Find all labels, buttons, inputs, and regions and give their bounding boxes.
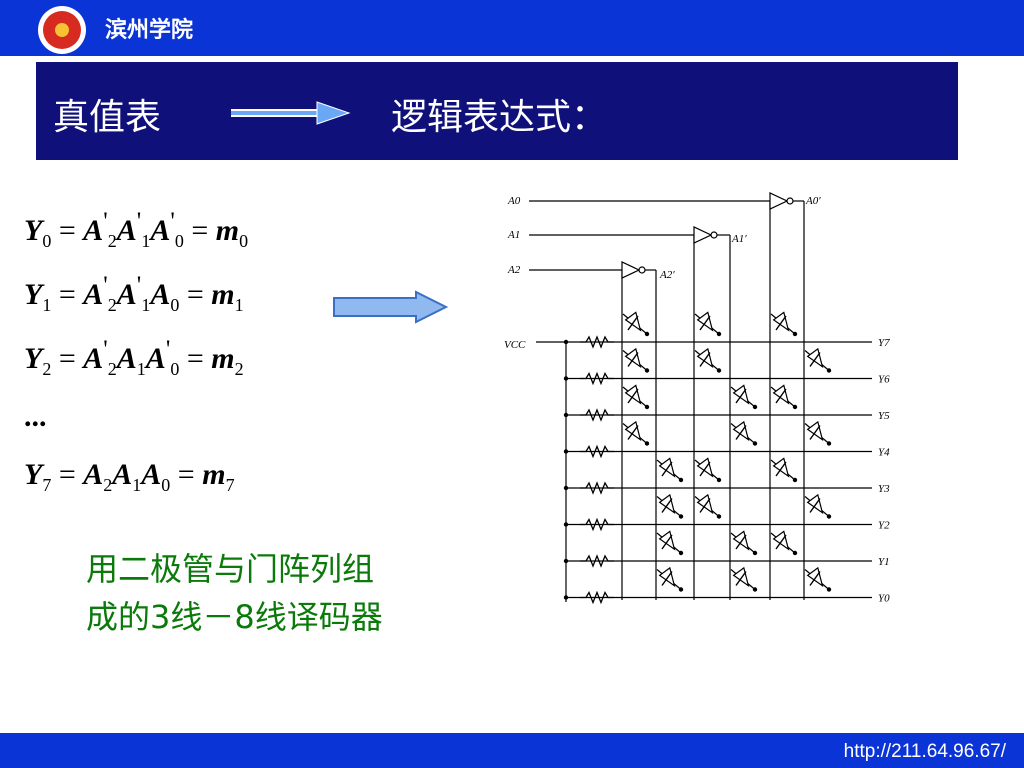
- junction-dot: [563, 339, 569, 345]
- diode-matrix: [622, 309, 832, 593]
- output-label: Y5: [878, 410, 890, 422]
- diode: [770, 455, 798, 483]
- diode: [622, 309, 650, 337]
- junction-dot: [563, 376, 569, 381]
- junction-dot: [563, 595, 569, 600]
- diode: [622, 382, 650, 410]
- label-a2-not: A2′: [659, 269, 675, 281]
- diode: [694, 309, 722, 337]
- equation-y0: Y0 = A'2A'1A'0 = m0: [24, 208, 249, 251]
- header-divider: [0, 56, 1024, 58]
- school-name: 滨州学院: [105, 18, 194, 43]
- right-arrow-icon: [333, 290, 449, 324]
- diode: [622, 345, 650, 374]
- equation-y7: Y7 = A2A1A0 = m7: [24, 458, 235, 495]
- diode: [730, 564, 758, 593]
- banner-logic-expression: 逻辑表达式：: [391, 97, 608, 138]
- diode: [730, 382, 758, 410]
- right-arrow-icon: [231, 101, 351, 125]
- equation-ellipsis: ...: [24, 400, 47, 433]
- output-label: Y6: [878, 374, 890, 386]
- vcc-bus: [536, 341, 567, 602]
- title-bar: 滨州学院: [0, 0, 1024, 56]
- footer-url[interactable]: http://211.64.96.67/: [843, 741, 1006, 762]
- input-lines: [529, 200, 805, 600]
- label-vcc: VCC: [504, 339, 526, 351]
- diode: [656, 528, 684, 556]
- inverters: [621, 192, 804, 279]
- junction-dot: [563, 449, 569, 454]
- caption-line-1: 用二极管与门阵列组: [86, 550, 375, 588]
- junction-dot: [563, 558, 569, 564]
- equation-y1: Y1 = A'2A'1A0 = m1: [24, 272, 244, 315]
- diode: [770, 382, 798, 410]
- output-label: Y0: [878, 593, 890, 605]
- circuit-labels: A0 A1 A2 A0′ A1′ A2′ VCC: [504, 195, 821, 351]
- output-label: Y2: [878, 520, 890, 532]
- diode: [694, 455, 722, 483]
- banner-truth-table: 真值表: [53, 97, 162, 138]
- label-a1-not: A1′: [731, 233, 747, 245]
- diode: [656, 564, 684, 593]
- equation-y2: Y2 = A'2A1A'0 = m2: [24, 336, 244, 379]
- output-label: Y4: [878, 447, 890, 459]
- diode: [804, 345, 832, 374]
- section-banner: 真值表 逻辑表达式：: [36, 62, 958, 160]
- junction-dot: [563, 485, 569, 491]
- diode: [804, 418, 832, 447]
- university-seal-icon: [38, 6, 86, 54]
- diode: [656, 491, 684, 520]
- diode: [694, 491, 722, 520]
- diode: [730, 528, 758, 556]
- diode: [770, 528, 798, 556]
- diode: [804, 491, 832, 520]
- diode: [804, 564, 832, 593]
- diode: [694, 345, 722, 374]
- output-label: Y7: [878, 337, 890, 349]
- label-a1: A1: [507, 229, 520, 241]
- output-label: Y1: [878, 556, 890, 568]
- diode: [622, 418, 650, 447]
- label-a0: A0: [507, 195, 521, 207]
- diode: [770, 309, 798, 337]
- label-a2: A2: [507, 264, 521, 276]
- diode: [656, 455, 684, 483]
- label-a0-not: A0′: [805, 195, 821, 207]
- diode: [730, 418, 758, 447]
- footer-bar: http://211.64.96.67/: [0, 733, 1024, 768]
- junction-dot: [563, 522, 569, 527]
- output-label: Y3: [878, 483, 890, 495]
- caption-line-2: 成的3线－8线译码器: [86, 598, 383, 636]
- junction-dot: [563, 412, 569, 418]
